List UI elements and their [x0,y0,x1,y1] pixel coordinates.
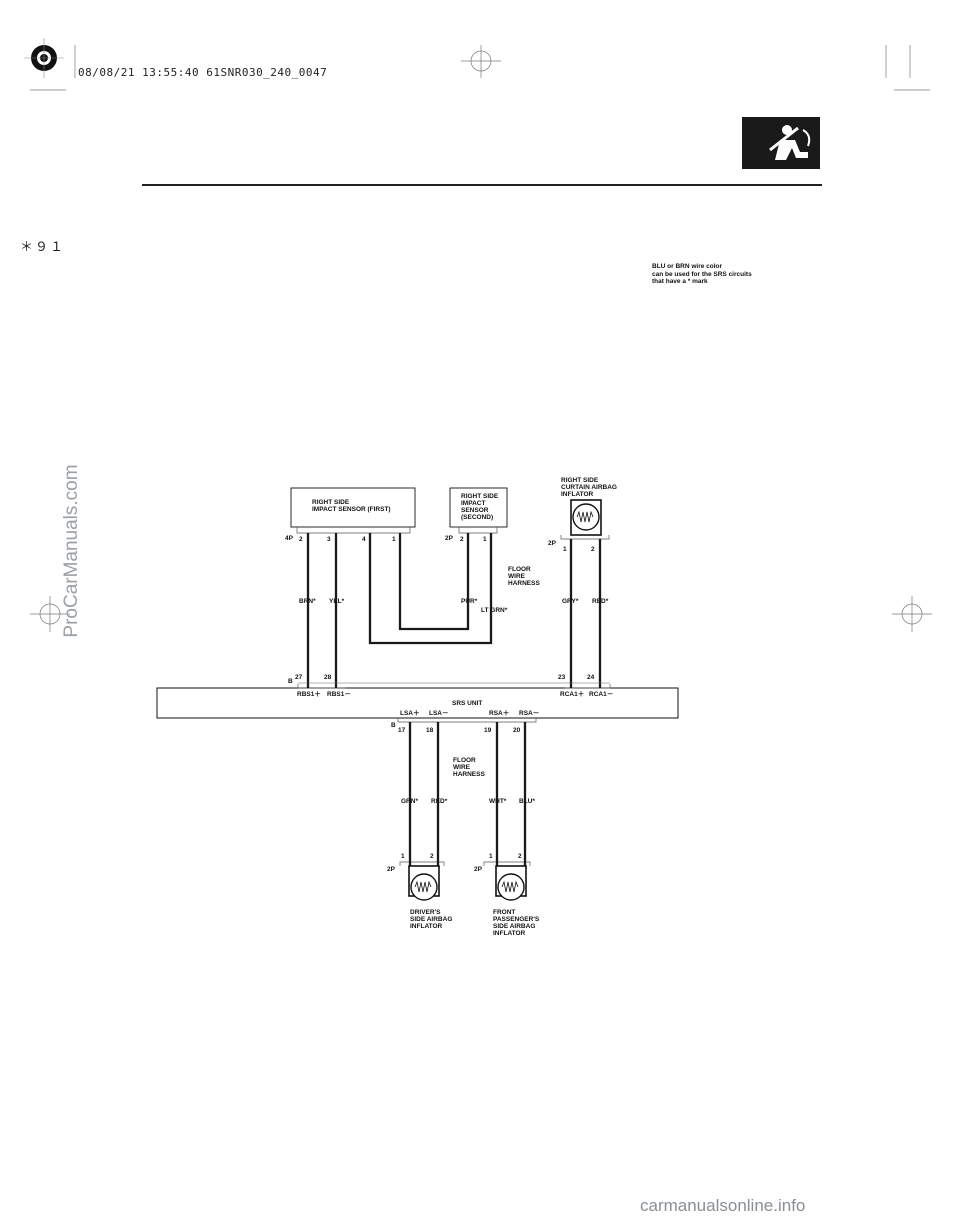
connector-b-lower-label: B [391,722,396,729]
impact-sensor-first-box [290,487,416,528]
pin-label: 24 [587,674,595,681]
wires [306,533,602,866]
side-watermark: ProCarManuals.com [61,464,82,638]
wire-color-label: GRY* [562,598,579,605]
pin-label: 1 [401,853,405,860]
wire-color-label: WHT* [489,798,507,805]
pin-label: 4 [362,536,366,543]
pin-label: 1 [392,536,396,543]
pin-label: 2 [591,546,595,553]
page-mark: ＊９１ [20,240,66,255]
pin-label: 3 [327,536,331,543]
curtain-inflator-symbol [570,499,602,536]
pin-label: 2 [460,536,464,543]
passenger-inflator-symbol [495,865,527,901]
terminal-label: RCA1－ [589,691,614,698]
terminal-label: RBS1－ [327,691,351,698]
pin-label: 27 [295,674,303,681]
terminal-label: RSA－ [519,710,540,717]
pin-label: 2 [430,853,434,860]
impact-sensor-first-label: RIGHT SIDE IMPACT SENSOR (FIRST) [312,499,391,513]
header-rule [142,184,822,186]
wire-color-label: BLU* [519,798,535,805]
impact-sensor-second-box [449,487,508,528]
floor-harness-upper-label: FLOOR WIRE HARNESS [508,566,540,587]
terminal-label: RBS1＋ [297,691,321,698]
pin-label: 18 [426,727,434,734]
passenger-inflator-label: FRONT PASSENGER'S SIDE AIRBAG INFLATOR [493,909,540,937]
wire-color-label: YEL* [329,598,345,605]
terminal-label: RCA1＋ [560,691,585,698]
pin-label: 23 [558,674,566,681]
pin-label: 1 [563,546,567,553]
srs-unit-box [156,687,679,719]
pin-label: 2 [518,853,522,860]
wire-color-label: BRN* [299,598,316,605]
curtain-inflator-label: RIGHT SIDE CURTAIN AIRBAG INFLATOR [561,477,617,498]
driver-inflator-symbol [408,865,440,901]
connector-4p-label: 4P [285,535,293,542]
connector-2p-driver-label: 2P [387,866,395,873]
wire-color-label: RED* [592,598,609,605]
pin-label: 20 [513,727,521,734]
wire-color-label: PUR* [461,598,478,605]
pin-label: 17 [398,727,406,734]
pin-label: 1 [483,536,487,543]
wire-color-label: RED* [431,798,448,805]
pin-label: 2 [299,536,303,543]
bottom-watermark: carmanualsonline.info [640,1196,806,1215]
terminal-label: LSA＋ [400,710,420,717]
connector-2p-passenger-label: 2P [474,866,482,873]
pin-label: 1 [489,853,493,860]
floor-harness-lower-label: FLOOR WIRE HARNESS [453,757,485,778]
terminal-label: LSA－ [429,710,449,717]
connector-2p-curtain-label: 2P [548,540,556,547]
driver-inflator-label: DRIVER'S SIDE AIRBAG INFLATOR [410,909,453,930]
pin-label: 28 [324,674,332,681]
connector-b-upper-label: B [288,678,293,685]
terminal-label: RSA＋ [489,710,510,717]
print-stamp: 08/08/21 13:55:40 61SNR030_240_0047 [78,66,328,79]
crop-marks [30,45,932,632]
wire-color-note: BLU or BRN wire color can be used for th… [652,263,752,285]
wire-color-label: LT GRN* [481,607,508,614]
connector-brackets [296,527,611,866]
impact-sensor-second-label: RIGHT SIDE IMPACT SENSOR (SECOND) [461,493,499,521]
registration-target-top-left [24,38,64,78]
wire-color-label: GRN* [401,798,418,805]
pin-label: 19 [484,727,492,734]
srs-unit-label: SRS UNIT [452,700,483,707]
connector-2p-sensor-label: 2P [445,535,453,542]
seatbelt-airbag-icon [742,117,820,169]
